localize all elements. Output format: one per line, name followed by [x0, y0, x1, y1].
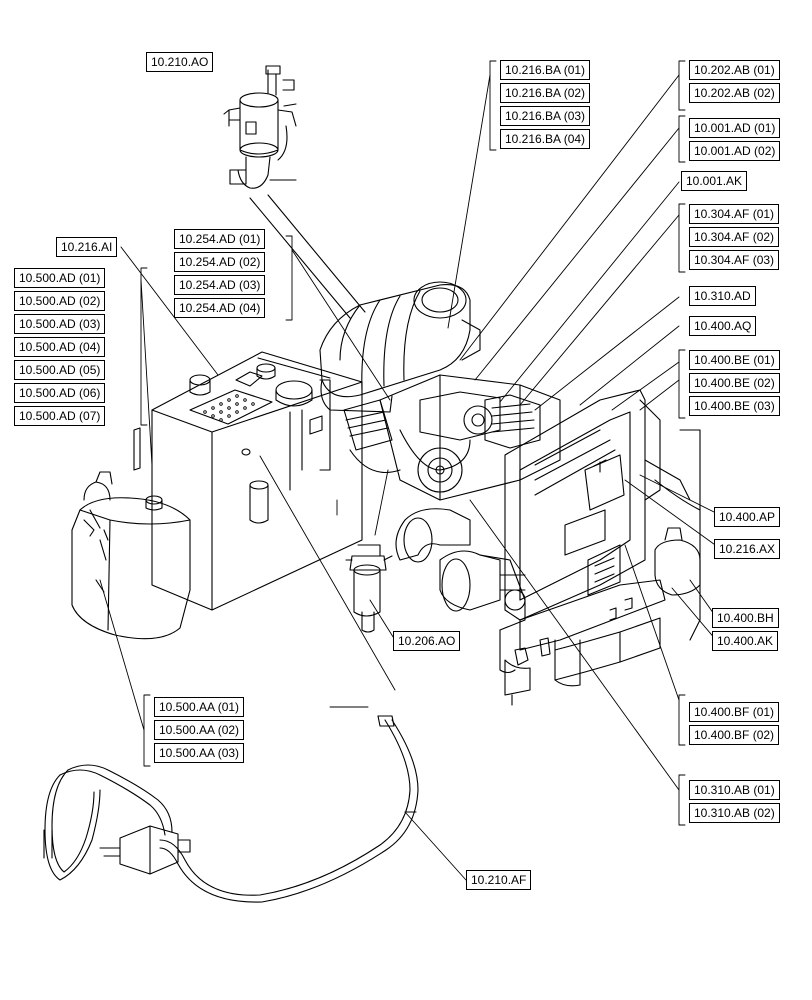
callout-def-tank-4[interactable]: 10.500.AD (04) [14, 337, 106, 357]
callout-def-tank-1[interactable]: 10.500.AD (01) [14, 268, 106, 288]
engine-drawing [319, 281, 701, 706]
callout-engine-ak[interactable]: 10.001.AK [681, 171, 748, 191]
leader-lines [99, 60, 719, 881]
callout-radiator-aq[interactable]: 10.400.AQ [689, 316, 757, 336]
callout-expansion-bh[interactable]: 10.400.BH [712, 608, 779, 628]
callout-radiator-be-3[interactable]: 10.400.BE (03) [689, 396, 780, 416]
callout-def-tank-3[interactable]: 10.500.AD (03) [14, 314, 106, 334]
callout-exhaust-4[interactable]: 10.216.BA (04) [500, 129, 591, 149]
callout-engine-2[interactable]: 10.001.AD (02) [689, 141, 781, 161]
callout-pipe-3[interactable]: 10.304.AF (03) [689, 250, 780, 270]
callout-fuel-tank[interactable]: 10.216.AI [56, 237, 118, 257]
callout-air-duct-1[interactable]: 10.254.AD (01) [174, 229, 266, 249]
callout-pipe-1[interactable]: 10.304.AF (01) [689, 204, 780, 224]
callout-radiator-be-1[interactable]: 10.400.BE (01) [689, 350, 780, 370]
callout-def-tank-5[interactable]: 10.500.AD (05) [14, 360, 106, 380]
callout-radiator-bf-2[interactable]: 10.400.BF (02) [689, 725, 780, 745]
side-bracket [679, 429, 701, 641]
callout-air-duct-3[interactable]: 10.254.AD (03) [174, 275, 266, 295]
callout-air-duct-4[interactable]: 10.254.AD (04) [174, 298, 266, 318]
callout-def-tank-6[interactable]: 10.500.AD (06) [14, 383, 106, 403]
callout-tank-ax[interactable]: 10.216.AX [714, 539, 781, 559]
fuel-tank-drawing [133, 351, 363, 611]
callout-aftercooler-1[interactable]: 10.310.AB (01) [689, 780, 780, 800]
callout-aftercooler-2[interactable]: 10.310.AB (02) [689, 803, 780, 823]
def-bottle-drawing [71, 471, 191, 640]
callout-mount-2[interactable]: 10.202.AB (02) [689, 83, 780, 103]
leader-fuel-pump-group [267, 194, 366, 313]
fuel-filter-drawing [345, 544, 393, 633]
callout-exhaust-2[interactable]: 10.216.BA (02) [500, 83, 591, 103]
fuel-pump-drawing [223, 65, 297, 189]
callout-expansion-ak[interactable]: 10.400.AK [712, 631, 779, 651]
callout-engine-1[interactable]: 10.001.AD (01) [689, 118, 781, 138]
callout-mount-1[interactable]: 10.202.AB (01) [689, 60, 780, 80]
callout-cooler[interactable]: 10.310.AD [689, 286, 756, 306]
leader-fuel-pump-group-2 [249, 197, 351, 319]
callout-exhaust-3[interactable]: 10.216.BA (03) [500, 106, 591, 126]
callout-def-bottle-1[interactable]: 10.500.AA (01) [154, 697, 245, 717]
callout-radiator-be-2[interactable]: 10.400.BE (02) [689, 373, 780, 393]
callout-radiator-bf-1[interactable]: 10.400.BF (01) [689, 702, 780, 722]
callout-def-bottle-3[interactable]: 10.500.AA (03) [154, 743, 245, 763]
callout-fuel-pump[interactable]: 10.210.AO [146, 52, 214, 72]
callout-def-bottle-2[interactable]: 10.500.AA (02) [154, 720, 245, 740]
callout-water-separator[interactable]: 10.206.AO [393, 631, 461, 651]
fuel-line-drawing [43, 715, 419, 903]
callout-fuel-line[interactable]: 10.210.AF [466, 870, 532, 890]
callout-air-duct-2[interactable]: 10.254.AD (02) [174, 252, 266, 272]
callout-pipe-2[interactable]: 10.304.AF (02) [689, 227, 780, 247]
callout-exhaust-1[interactable]: 10.216.BA (01) [500, 60, 591, 80]
callout-def-tank-7[interactable]: 10.500.AD (07) [14, 406, 106, 426]
callout-radiator-ap[interactable]: 10.400.AP [714, 507, 781, 527]
callout-def-tank-2[interactable]: 10.500.AD (02) [14, 291, 106, 311]
